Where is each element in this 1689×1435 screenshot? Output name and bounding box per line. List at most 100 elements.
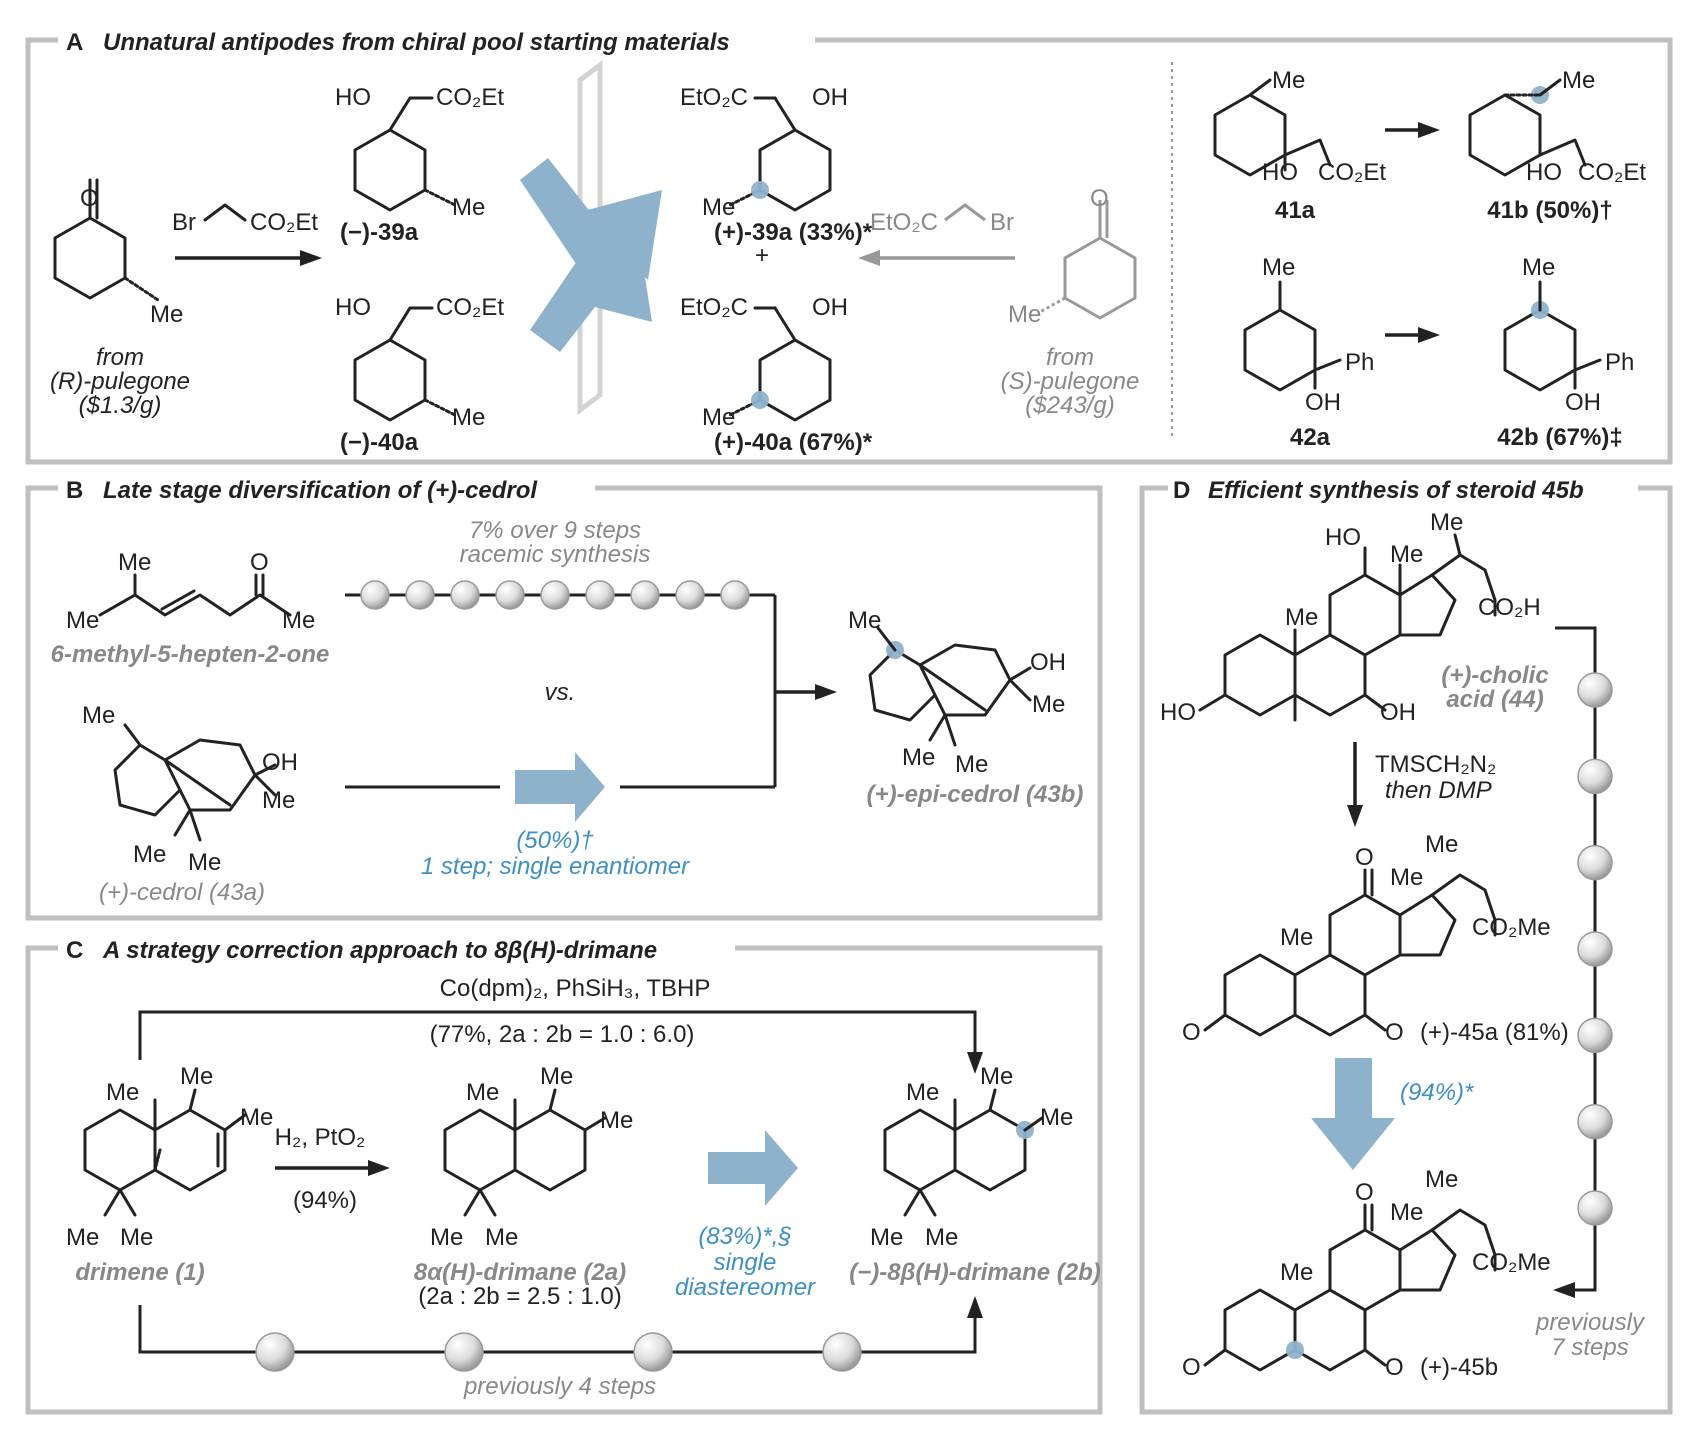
reagent2-eto2c: EtO₂C [870,209,938,236]
step-bead [1577,758,1613,795]
cholic-acid-name1: (+)-cholic [1441,662,1548,689]
molecule-methylheptenone: Me Me O Me [66,549,315,634]
highlight-stereocenter [1286,1341,1304,1359]
atom-me: Me [955,751,988,778]
cross-arrow-down [520,158,652,322]
sm2-from: from [1046,344,1094,371]
atom-me: Me [906,1079,939,1106]
arrow-esterification-head [1347,805,1363,827]
atom-o: O [1355,1179,1374,1206]
cholic-acid-name2: acid (44) [1446,686,1543,713]
previous-track-c-line [138,1305,977,1354]
sm-price: ($1.3/g) [79,392,162,419]
sm-name: 6-methyl-5-hepten-2-one [51,641,330,668]
atom-co2h: CO₂H [1478,594,1541,621]
atom-ho: HO [1526,159,1562,186]
atom-me: Me [485,1224,518,1251]
atom-eto2c: EtO₂C [680,294,748,321]
atom-me: Me [452,194,485,221]
alpha-drimane-name: 8α(H)-drimane (2a) [414,1259,626,1286]
atom-me: Me [262,787,295,814]
atom-me: Me [118,549,151,576]
molecule-42b: Me Ph OH [1503,254,1634,416]
atom-o: O [250,549,269,576]
atom-me: Me [1032,691,1065,718]
beads-previous-route-c [255,1332,862,1372]
atom-me: Me [188,849,221,876]
c-step-yield: (83%)*,§ [698,1223,791,1250]
atom-o: O [1355,844,1374,871]
reagent-br: Br [172,209,196,236]
atom-me: Me [1425,1166,1458,1193]
step-bead [675,580,705,610]
atom-ho: HO [335,84,371,111]
step-bead [444,1332,484,1372]
atom-oh: OH [1030,649,1066,676]
racemic-track [345,593,777,692]
atom-me: Me [902,744,935,771]
atom-me: Me [1562,67,1595,94]
atom-o: O [80,185,99,212]
atom-me: Me [82,702,115,729]
reagent2-br: Br [990,209,1014,236]
step-bead [1577,1103,1613,1140]
top-reagents: Co(dpm)₂, PhSiH₃, TBHP [440,975,711,1002]
previous-track-d-arrow-head [1553,1282,1575,1298]
step-bead [405,580,435,610]
molecule-45a: O Me Me Me CO₂Me O O [1182,831,1551,1046]
atom-me: Me [106,1079,139,1106]
atom-me: Me [1390,864,1423,891]
atom-oh: OH [262,749,298,776]
h2-yield: (94%) [293,1187,357,1214]
atom-me: Me [1272,67,1305,94]
atom-ho: HO [1262,159,1298,186]
vs-label: vs. [545,679,576,706]
drimene-name: drimene (1) [75,1259,204,1286]
molecule-beta-drimane: Me Me Me Me Me [870,1063,1073,1251]
molecule-42a: Me Ph OH [1243,254,1374,416]
highlight-stereocenter [751,181,769,199]
molecule-cedrol: Me OH Me Me Me [82,702,298,876]
atom-oh: OH [1305,389,1341,416]
panel-d-frame [1139,485,1673,1415]
step-bead [255,1332,295,1372]
step-bead [630,580,660,610]
atom-ho: HO [1160,699,1196,726]
step-bead [495,580,525,610]
atom-o: O [1385,1019,1404,1046]
atom-o: O [1385,1354,1404,1381]
panel-b-frame [25,485,1103,921]
label-39a-minus: (−)-39a [340,219,419,246]
atom-me: Me [430,1224,463,1251]
atom-co2me: CO₂Me [1472,914,1551,941]
atom-me: Me [66,1224,99,1251]
atom-me: Me [1425,831,1458,858]
molecule-s-methylcyclohexanone: O Me [1008,185,1137,328]
panel-d-title: Efficient synthesis of steroid 45b [1208,477,1584,504]
label-41a: 41a [1275,197,1316,224]
highlight-stereocenter [751,391,769,409]
molecule-39a-plus: EtO₂C OH Me [680,84,848,221]
step-bead [1577,1017,1613,1054]
atom-me: Me [466,1079,499,1106]
racemic-yield: 7% over 9 steps [469,517,641,544]
previous-track-c [138,1296,983,1354]
atom-me: Me [66,607,99,634]
atom-oh: OH [1380,699,1416,726]
label-40a-plus: (+)-40a (67%)* [714,429,873,456]
alpha-ratio: (2a : 2b = 2.5 : 1.0) [418,1283,621,1310]
sm2-source: (S)-pulegone [1001,368,1140,395]
panel-a: A Unnatural antipodes from chiral pool s… [25,29,1673,465]
step-bead [450,580,480,610]
previous-steps-d2: 7 steps [1551,1334,1628,1361]
molecule-r-methylcyclohexanone: O Me [53,178,183,328]
reagent-co2et: CO₂Et [250,209,318,236]
label-39a-plus: (+)-39a (33%)* [714,219,873,246]
molecule-drimene: Me Me Me Me Me [66,1063,273,1251]
sm2-price: ($243/g) [1025,392,1114,419]
beads-previous-route-d [1577,672,1613,1226]
atom-me: Me [1040,1104,1073,1131]
product-name: (+)-epi-cedrol (43b) [867,781,1084,808]
previous-track-c-arrow-head [967,1296,983,1318]
panel-c-frame [25,945,1103,1415]
